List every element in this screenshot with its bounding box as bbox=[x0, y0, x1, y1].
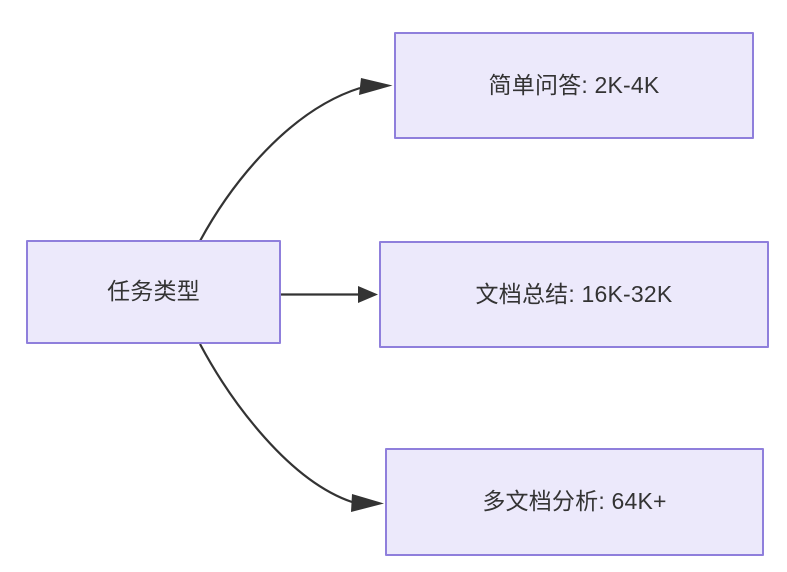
edge-task-type-to-multi-doc-analysis bbox=[199, 343, 384, 512]
arrowhead-doc-summary-icon bbox=[358, 286, 378, 303]
node-simple-qa[interactable]: 简单问答: 2K-4K bbox=[394, 32, 754, 139]
node-doc-summary-label: 文档总结: 16K-32K bbox=[475, 280, 673, 307]
node-task-type-label: 任务类型 bbox=[107, 278, 200, 305]
edge-path-multi-doc-analysis bbox=[199, 343, 353, 504]
edge-path-simple-qa bbox=[199, 86, 361, 242]
node-multi-doc-analysis[interactable]: 多文档分析: 64K+ bbox=[385, 448, 764, 556]
node-doc-summary[interactable]: 文档总结: 16K-32K bbox=[379, 241, 769, 348]
edge-task-type-to-doc-summary bbox=[281, 286, 378, 303]
node-multi-doc-analysis-label: 多文档分析: 64K+ bbox=[482, 488, 667, 515]
node-simple-qa-label: 简单问答: 2K-4K bbox=[488, 71, 660, 98]
node-task-type[interactable]: 任务类型 bbox=[26, 240, 281, 344]
arrowhead-multi-doc-analysis-icon bbox=[351, 494, 384, 512]
edge-task-type-to-simple-qa bbox=[199, 78, 393, 242]
arrowhead-simple-qa-icon bbox=[359, 78, 393, 95]
